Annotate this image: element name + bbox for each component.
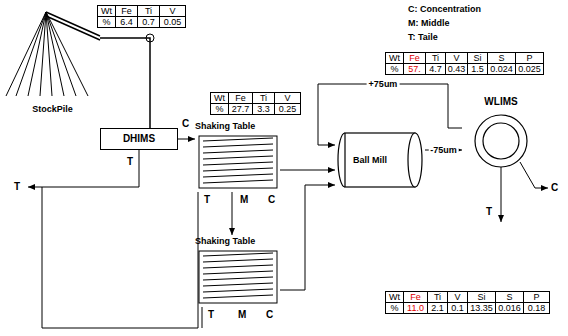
shaking-table: Shaking Table [195,120,280,192]
table-cell: 0.18 [523,302,550,314]
flow-label: T [14,181,20,192]
wlims-drum [475,115,527,167]
table-cell: 0.024 [487,63,516,75]
node-label: Shaking Table [195,235,255,247]
node-label: StockPile [32,103,73,115]
table-cell: 0.25 [274,103,301,115]
ball-mill-drawing [338,133,422,187]
flow-line [318,84,462,145]
table-cell: 11.0 [403,302,428,314]
size-label: -75um [428,145,459,156]
legend-note: C: Concentration [408,4,481,14]
table-cell: 2.1 [427,302,448,314]
flow-label: M [240,194,248,205]
legend-note: M: Middle [408,18,450,28]
table-cell: 3.3 [252,103,275,115]
node-label: WLIMS [484,96,517,108]
flow-label: T [204,194,210,205]
flow-label: T [208,309,214,320]
shaking-table: Shaking Table [195,235,280,307]
flow-label: T [127,156,133,167]
table-cell: 0.016 [495,302,524,314]
flow-label: C [268,194,275,205]
table-cell: % [385,63,404,75]
flow-label: T [486,206,492,217]
table-cell: 0.1 [447,302,468,314]
table-cell: % [210,103,229,115]
table-cell: 0.7 [137,16,160,28]
table-cell: % [385,302,404,314]
table-cell: 13.35 [467,302,496,314]
flow-line [100,38,150,128]
tailing-lines [28,150,548,328]
node-label: Ball Mill [353,154,387,166]
separator-box: DHIMS [100,128,178,150]
node-label: Shaking Table [195,120,255,132]
table-cell: % [97,16,116,28]
table-cell: 57. [403,63,426,75]
table-cell: 27.7 [228,103,253,115]
magnetic-separator: WLIMS [462,96,540,170]
table-cell: 0.05 [159,16,186,28]
shaking-table-deck [199,136,277,303]
flow-line [232,192,233,235]
flow-line [178,139,195,140]
legend-note: T: Taile [408,32,438,42]
flow-label: C [551,182,558,193]
table-cell: 6.4 [115,16,138,28]
stockpile: StockPile [5,5,100,115]
size-label: +75um [367,79,400,90]
table-cell: 4.7 [425,63,446,75]
table-cell: 1.5 [467,63,488,75]
table-cell: 0.43 [445,63,468,75]
flow-label: C [182,118,189,129]
flow-label: C [266,309,273,320]
flow-line [280,185,335,290]
ball-mill: Ball Mill [335,125,425,195]
node-label: DHIMS [123,133,155,145]
table-cell: 0.025 [515,63,544,75]
stockpile-drawing [6,12,154,96]
flow-line [280,170,335,171]
flow-label: M [238,309,246,320]
